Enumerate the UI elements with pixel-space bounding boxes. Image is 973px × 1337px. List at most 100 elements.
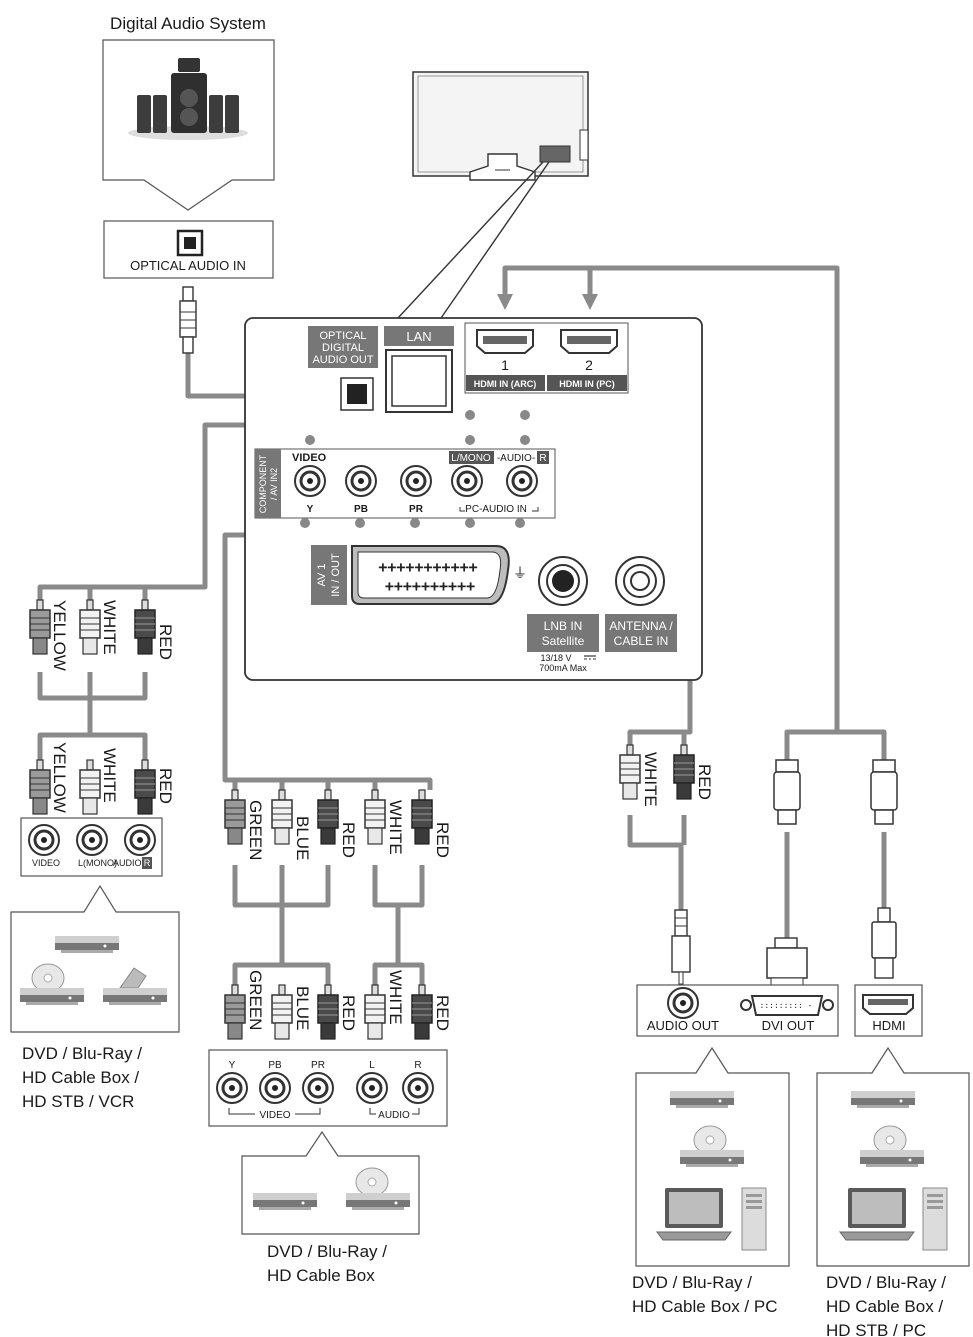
component-cable-plugs-bottom: GREEN BLUE RED WHITE RED (224, 970, 452, 1040)
pc-caption-1: DVD / Blu-Ray / (632, 1273, 752, 1292)
audio-label: -AUDIO- (497, 453, 535, 464)
pb-jack[interactable] (344, 464, 378, 498)
audio-system: Digital Audio System OPTICAL AUDIO IN (102, 14, 331, 407)
pc-tower-icon-2 (922, 1187, 948, 1251)
pc-audio-plugs: WHITE RED (619, 744, 714, 985)
hdmi-2-number: 2 (585, 357, 593, 373)
vcr-icon (103, 988, 167, 1005)
hdmi-1-number: 1 (501, 357, 509, 373)
white-label-pc: WHITE (641, 752, 660, 807)
cable-in-label: CABLE IN (614, 634, 669, 648)
hdmi-1-label: HDMI IN (ARC) (474, 379, 537, 389)
optical-plug-vertical (179, 286, 197, 354)
red-label-comp-bottom-2: RED (433, 995, 452, 1031)
lnb-label: LNB IN (544, 619, 583, 633)
video-label: VIDEO (292, 452, 327, 464)
satellite-label: Satellite (542, 634, 585, 648)
scart-port[interactable]: +++++++++++ ++++++++++ (351, 545, 510, 605)
hdmi-2-port[interactable] (560, 329, 618, 354)
audio-out-label: AUDIO OUT (647, 1018, 719, 1033)
av1-label: AV 1 (316, 563, 328, 586)
disc-icon-2 (355, 1167, 389, 1197)
av-audio-label: AUDIO (113, 858, 142, 868)
component-device-bubble: DVD / Blu-Ray / HD Cable Box (241, 1130, 420, 1285)
hdmi-caption-1: DVD / Blu-Ray / (826, 1273, 946, 1292)
optical-out-label-3: AUDIO OUT (312, 354, 373, 366)
optical-out-label-1: OPTICAL (319, 330, 366, 342)
blue-label-top: BLUE (293, 816, 312, 860)
bluray-player-icon-2 (346, 1193, 410, 1210)
hdmi-caption-2: HD Cable Box / (826, 1297, 943, 1316)
component-device-panel: Y PB PR L R VIDEO AUDIO (208, 1049, 448, 1127)
audio-r-jack[interactable] (505, 464, 539, 498)
lmono-label: L/MONO (451, 453, 491, 464)
av-caption-2: HD Cable Box / (22, 1068, 139, 1087)
comp-pr-label: PR (311, 1060, 325, 1071)
hdmi-cable-plugs (766, 759, 898, 987)
red-label-comp-top-2: RED (433, 822, 452, 858)
optical-out-label-2: DIGITAL (322, 342, 364, 354)
pr-jack[interactable] (399, 464, 433, 498)
disc-icon (31, 963, 65, 993)
component-label: COMPONENT (258, 454, 268, 513)
hdmi-1-port[interactable] (476, 329, 534, 354)
disc-icon-4 (873, 1125, 907, 1155)
dvd-player-icon (55, 936, 119, 953)
pc-caption-2: HD Cable Box / PC (632, 1297, 778, 1316)
dvd-player-icon-3 (670, 1091, 734, 1108)
comp-l-label: L (369, 1060, 375, 1071)
pc-tower-icon (741, 1187, 767, 1251)
pc-device-bubble: DVD / Blu-Ray / HD Cable Box / PC (632, 1046, 790, 1316)
svg-text:::::::::: -: ::::::::: - (760, 1001, 813, 1010)
comp-audio-label: AUDIO (378, 1110, 410, 1121)
laptop-icon-2 (839, 1187, 915, 1241)
disc-icon-3 (693, 1125, 727, 1155)
av-device-bubble: DVD / Blu-Ray / HD Cable Box / HD STB / … (10, 884, 180, 1111)
dvd-player-icon-4 (851, 1091, 915, 1108)
bluray-player-icon (20, 988, 84, 1005)
red-label-comp-top: RED (339, 822, 358, 858)
bluray-player-icon-3 (680, 1150, 744, 1167)
svg-text:++++++++++: ++++++++++ (385, 577, 475, 595)
av1-inout-label: IN / OUT (330, 553, 342, 597)
component-cable-plugs-top: GREEN BLUE RED WHITE RED (224, 789, 452, 860)
audio-l-jack[interactable] (450, 464, 484, 498)
comp-caption-1: DVD / Blu-Ray / (267, 1242, 387, 1261)
av-caption-1: DVD / Blu-Ray / (22, 1044, 142, 1063)
ground-icon: ⏚ (513, 565, 527, 581)
lnb-port[interactable] (538, 556, 588, 606)
video-y-jack[interactable] (293, 464, 327, 498)
pc-audio-in-label: PC-AUDIO IN (465, 504, 527, 515)
red-label-comp-bottom: RED (339, 995, 358, 1031)
yellow-label-top: YELLOW (50, 600, 69, 671)
speaker-icon (128, 58, 248, 140)
av-device-panel: VIDEO L(MONO) AUDIO R (20, 817, 163, 877)
av-video-label: VIDEO (32, 858, 60, 868)
lnb-voltage-label: 13/18 V (540, 653, 571, 663)
hdmi-device-label: HDMI (872, 1018, 905, 1033)
lan-label: LAN (406, 329, 431, 344)
hdmi-caption-3: HD STB / PC (826, 1321, 926, 1337)
dvi-port[interactable]: ::::::::: - (740, 995, 834, 1016)
yellow-label-bottom: YELLOW (50, 742, 69, 813)
white-label-bottom: WHITE (100, 748, 119, 803)
tv-illustration (397, 71, 589, 319)
lnb-current-label: 700mA Max (539, 663, 587, 673)
r-label: R (539, 453, 546, 464)
pr-label: PR (409, 504, 424, 515)
red-label-top: RED (156, 624, 175, 660)
optical-in-label: OPTICAL AUDIO IN (130, 258, 246, 273)
tv-panel: OPTICAL DIGITAL AUDIO OUT LAN 1 2 HDMI I… (244, 317, 703, 681)
dvi-out-label: DVI OUT (762, 1018, 815, 1033)
antenna-port[interactable] (615, 556, 665, 606)
red-label-pc: RED (695, 764, 714, 800)
av-cable-plugs-bottom: YELLOW WHITE RED (29, 742, 175, 815)
av-cable-plugs-top: YELLOW WHITE RED (29, 599, 175, 671)
audio-system-title: Digital Audio System (110, 14, 266, 33)
y-label: Y (307, 504, 314, 515)
bluray-player-icon-4 (860, 1150, 924, 1167)
comp-video-label: VIDEO (259, 1110, 290, 1121)
comp-y-label: Y (229, 1060, 236, 1071)
hdmi-2-label: HDMI IN (PC) (559, 379, 615, 389)
